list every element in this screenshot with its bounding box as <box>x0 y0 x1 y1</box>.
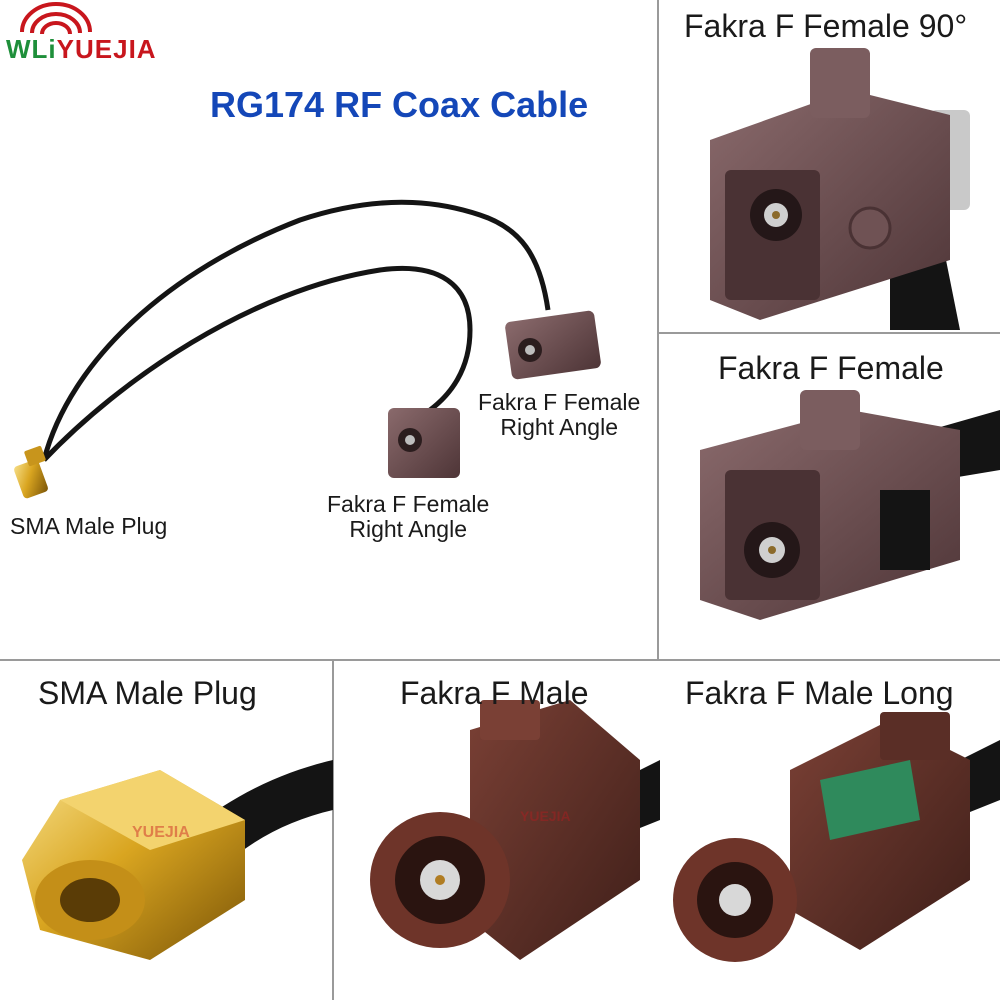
panel-title-sma-male: SMA Male Plug <box>38 675 257 711</box>
callout-fakra-lower-line-2: Right Angle <box>349 516 467 542</box>
logo-icon <box>20 2 92 35</box>
watermark-sma: YUEJIA <box>132 824 190 841</box>
callout-fakra-lower-line-1: Fakra F Female <box>327 491 490 517</box>
callout-fakra-upper: Fakra F Female Right Angle <box>478 390 640 440</box>
logo-part-a: WLi <box>6 34 57 64</box>
panel-title-male: Fakra F Male <box>400 675 589 711</box>
panel-title-female: Fakra F Female <box>718 350 944 386</box>
fakra-male-long-photo <box>673 712 1000 962</box>
sma-male-plug-photo <box>22 760 333 960</box>
callout-fakra-upper-line-1: Fakra F Female <box>478 389 641 415</box>
sma-plug-small <box>14 445 48 499</box>
callout-sma-plug: SMA Male Plug <box>10 513 168 539</box>
page-title: RG174 RF Coax Cable <box>210 84 589 125</box>
callout-fakra-lower: Fakra F Female Right Angle <box>327 492 489 542</box>
panel-title-male-long: Fakra F Male Long <box>685 675 954 711</box>
fakra-male-photo <box>370 700 660 960</box>
logo-part-b: YUEJIA <box>56 34 157 64</box>
brand-logo: WLiYUEJIA <box>6 34 157 65</box>
fakra-right-angle-upper <box>505 310 601 380</box>
panel-title-female-90: Fakra F Female 90° <box>684 8 968 44</box>
callout-fakra-upper-line-2: Right Angle <box>500 414 618 440</box>
fakra-female-photo <box>700 390 1000 620</box>
cable-assembly <box>14 199 601 499</box>
fakra-female-90-photo <box>710 48 970 330</box>
watermark-male: YUEJIA <box>520 808 571 824</box>
fakra-right-angle-lower <box>388 408 460 478</box>
